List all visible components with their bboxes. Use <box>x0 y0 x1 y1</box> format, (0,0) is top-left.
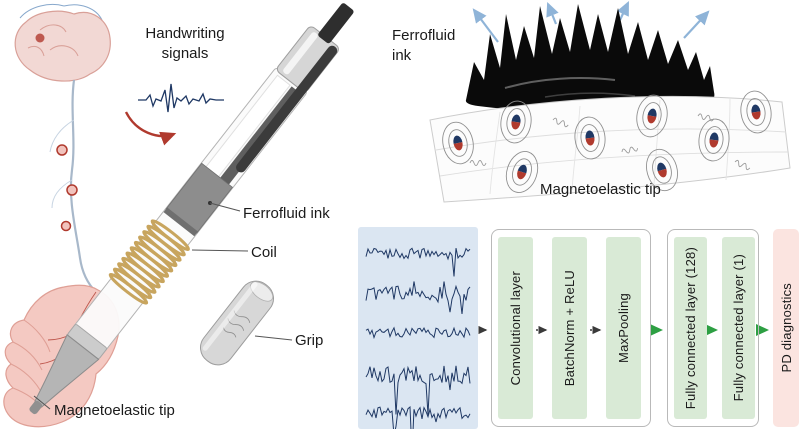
handwriting-signal-waveform <box>138 83 224 113</box>
waveform-trace <box>365 281 471 315</box>
handwriting-signals-label: Handwriting signals <box>145 25 225 62</box>
pen-clicker <box>318 3 354 44</box>
layer-convolutional: Convolutional layer <box>498 237 533 419</box>
ferrofluid-ink-pen-label: Ferrofluid ink <box>243 205 330 222</box>
layer-fully-connected-128-label: Fully connected layer (128) <box>683 246 698 410</box>
layer-maxpooling-label: MaxPooling <box>616 293 631 363</box>
ferrofluid-spray-arrows <box>472 1 710 43</box>
grip-part <box>200 280 274 366</box>
layer-fully-connected-1: Fully connected layer (1) <box>722 237 755 419</box>
magnetoelastic-tip-cone <box>34 334 100 408</box>
waveform-trace <box>365 326 471 340</box>
signal-waveforms <box>365 247 471 431</box>
waveform-trace <box>365 365 471 415</box>
coil-windings <box>108 219 191 305</box>
layer-batchnorm-relu: BatchNorm + ReLU <box>552 237 587 419</box>
pen-clip <box>236 45 338 173</box>
layer-maxpooling: MaxPooling <box>606 237 641 419</box>
magnetoelastic-tip-surface-label: Magnetoelastic tip <box>540 181 661 198</box>
red-curved-arrow <box>124 111 177 146</box>
layer-convolutional-label: Convolutional layer <box>508 270 523 386</box>
waveform-trace <box>365 247 471 277</box>
coil-label: Coil <box>251 244 277 261</box>
grip-label: Grip <box>295 332 324 349</box>
brain-lesion-spot <box>35 33 45 43</box>
ferrofluid-ink-top-label: Ferrofluid ink <box>392 27 456 64</box>
signal-panel <box>358 227 478 431</box>
pd-diagnostics-block: PD diagnostics <box>773 229 799 427</box>
layer-batchnorm-relu-label: BatchNorm + ReLU <box>562 269 577 387</box>
pen-illustration <box>29 3 354 415</box>
pd-diagnostics-label: PD diagnostics <box>778 283 794 373</box>
ferrofluid-blob <box>465 4 715 112</box>
layer-fully-connected-1-label: Fully connected layer (1) <box>731 254 746 402</box>
waveform-trace <box>365 405 471 431</box>
magnetoelastic-sheet <box>429 88 791 203</box>
magnetoelastic-tip-pen-label: Magnetoelastic tip <box>54 402 175 419</box>
layer-fully-connected-128: Fully connected layer (128) <box>674 237 707 419</box>
leader-lines <box>33 201 293 410</box>
